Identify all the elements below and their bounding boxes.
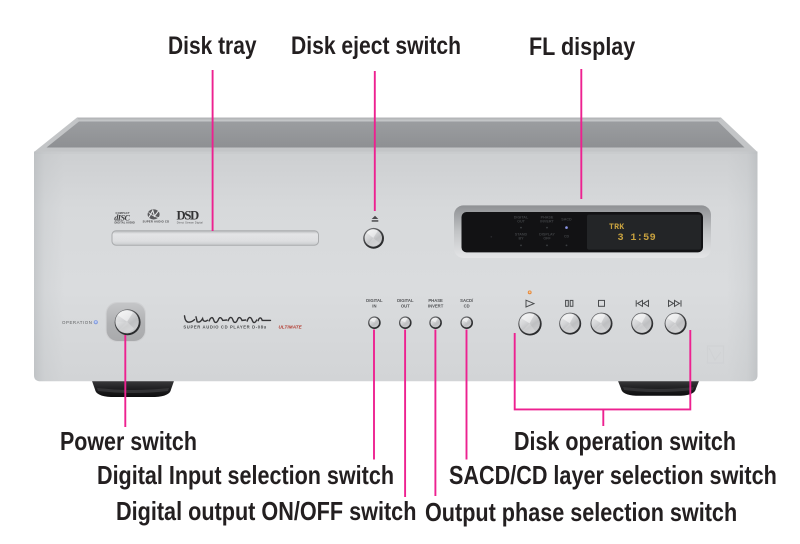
svg-text:BY: BY (518, 236, 524, 240)
svg-text:OPERATION: OPERATION (62, 320, 92, 325)
svg-text:DSD: DSD (177, 209, 200, 223)
svg-text:SACD/: SACD/ (460, 298, 474, 303)
svg-text:DIGITAL: DIGITAL (366, 298, 383, 303)
svg-text:OUT: OUT (517, 220, 526, 224)
svg-text:DIGITAL AUDIO: DIGITAL AUDIO (115, 221, 135, 225)
svg-text:OUT: OUT (401, 303, 410, 308)
svg-text:SUPER AUDIO CD PLAYER D-08u: SUPER AUDIO CD PLAYER D-08u (183, 325, 266, 330)
svg-text:DISPLAY: DISPLAY (539, 232, 555, 236)
svg-text:Direct Stream Digital: Direct Stream Digital (177, 221, 203, 224)
svg-text:IN: IN (372, 303, 376, 308)
svg-text:3 1:59: 3 1:59 (618, 233, 656, 244)
svg-text:dISC: dISC (114, 214, 130, 223)
svg-text:ULTIMATE: ULTIMATE (279, 325, 303, 330)
svg-text:SUPER AUDIO CD: SUPER AUDIO CD (143, 220, 170, 224)
svg-text:DIGITAL: DIGITAL (397, 298, 414, 303)
svg-text:PHASE: PHASE (541, 216, 554, 220)
svg-text:CD: CD (564, 234, 570, 238)
svg-text:STAND: STAND (515, 232, 528, 236)
svg-text:PHASE: PHASE (428, 298, 443, 303)
svg-text:COMPACT: COMPACT (116, 211, 131, 215)
svg-text:DIGITAL: DIGITAL (514, 216, 529, 220)
svg-text:INVERT: INVERT (428, 303, 444, 308)
svg-text:OFF: OFF (543, 236, 551, 240)
svg-text:TRK: TRK (609, 223, 624, 232)
svg-text:INVERT: INVERT (540, 220, 554, 224)
svg-text:SACD: SACD (561, 218, 572, 222)
svg-text:CD: CD (464, 303, 470, 308)
